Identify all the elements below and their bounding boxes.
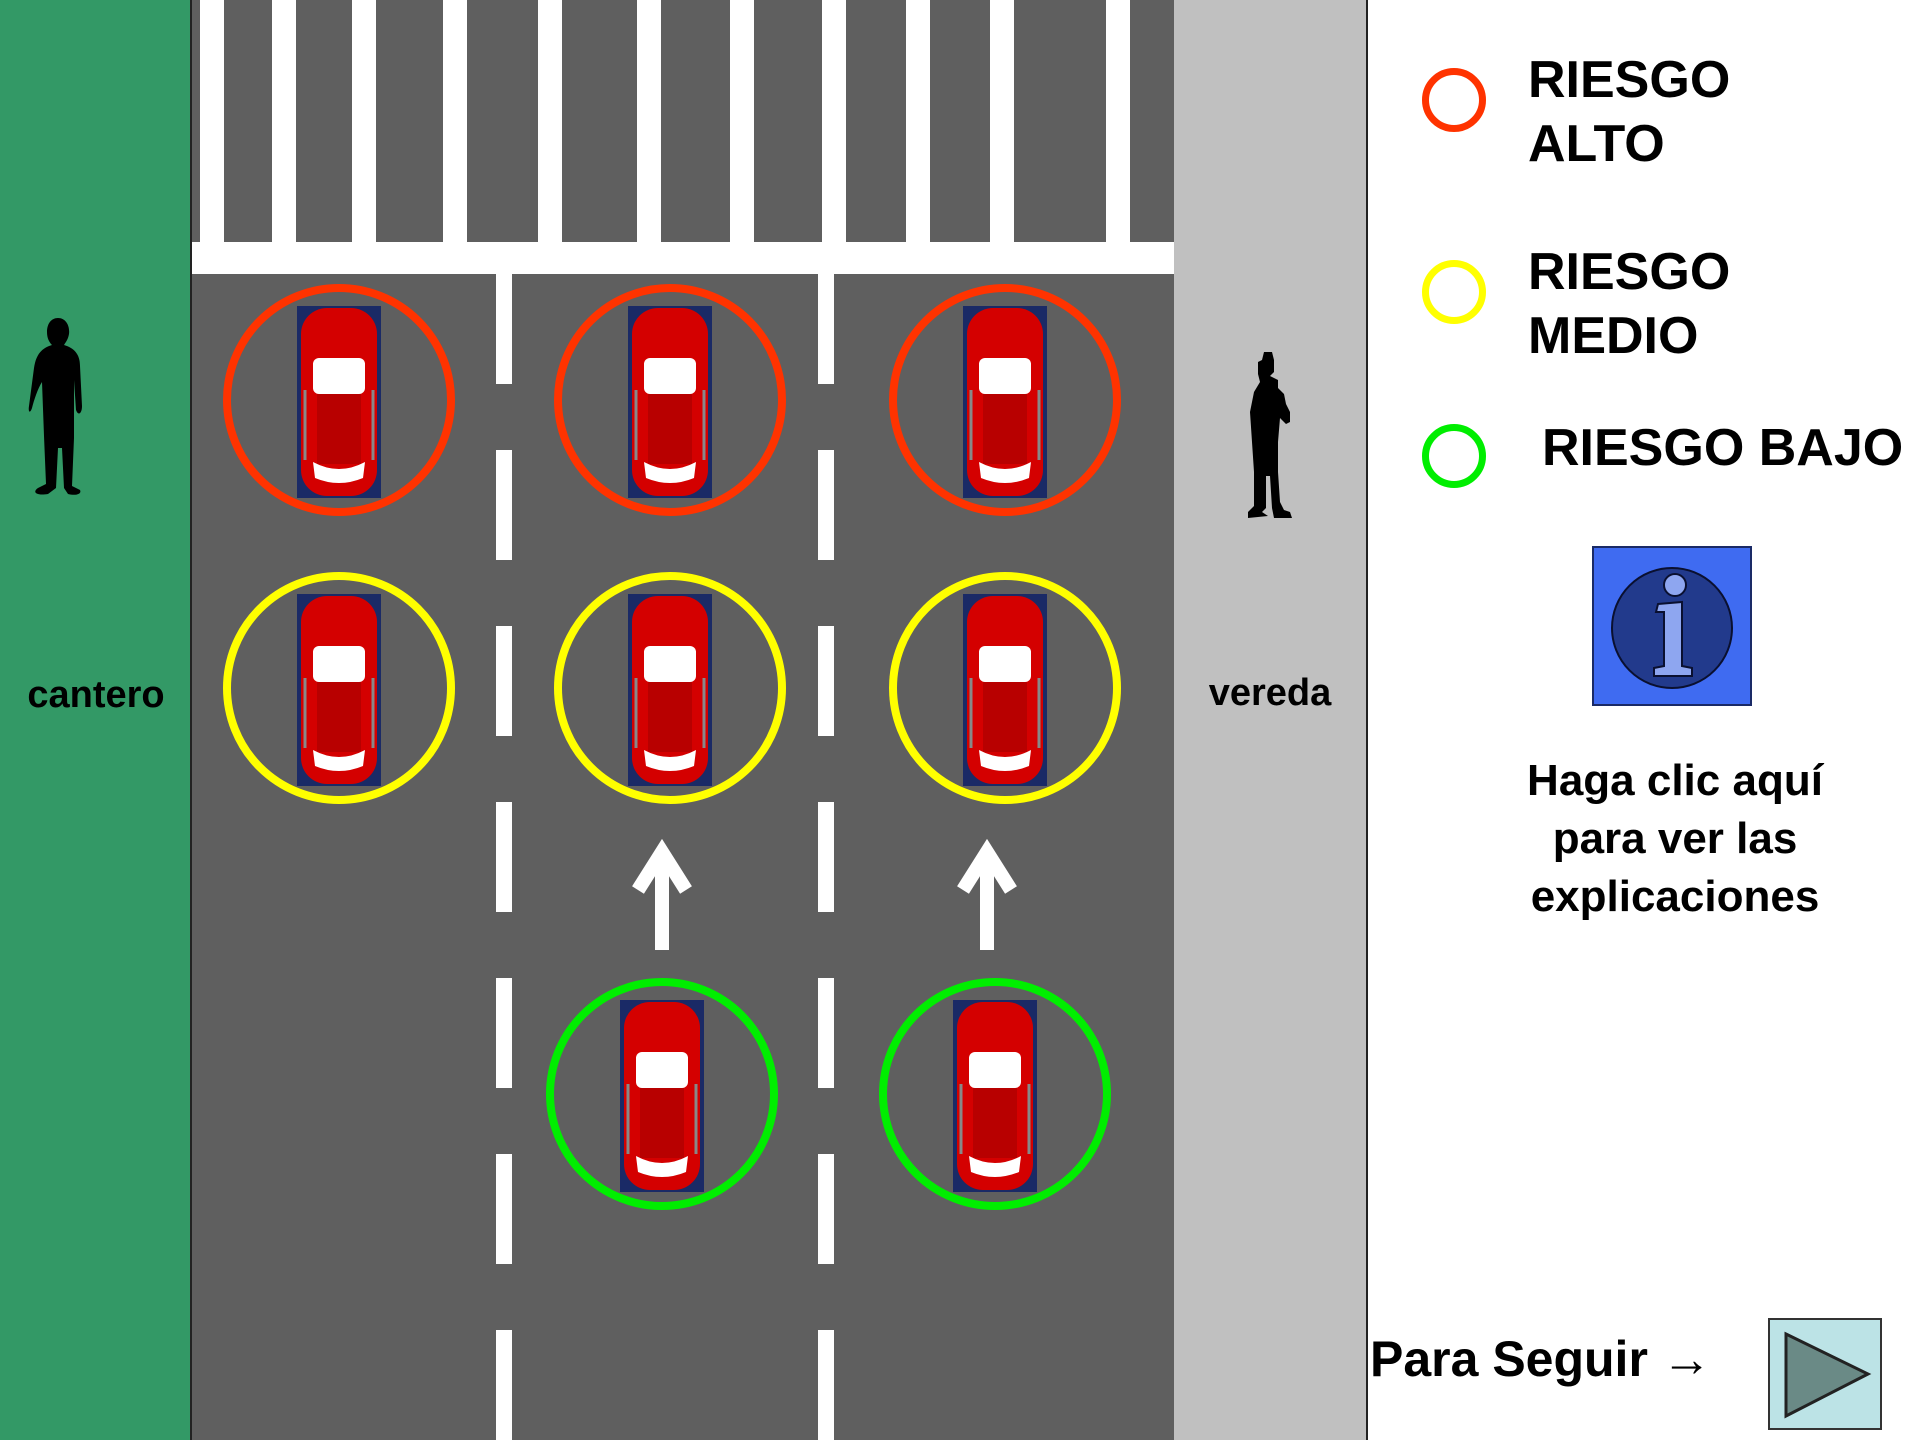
legend-medium-risk-label: RIESGO MEDIO [1528, 243, 1731, 365]
risk-ring-alto [554, 284, 786, 516]
info-caption[interactable]: Haga clic aquí para ver las explicacione… [1527, 756, 1823, 921]
risk-ring-medio [889, 572, 1121, 804]
crosswalk-stripe [1106, 0, 1130, 242]
play-triangle-icon [1784, 1331, 1872, 1419]
risk-ring-alto [223, 284, 455, 516]
up-arrow-icon [957, 838, 1017, 950]
legend-low-risk-label: RIESGO BAJO [1542, 419, 1904, 477]
car-icon [628, 306, 712, 498]
green-ring-icon [1422, 424, 1486, 488]
car-icon [620, 1000, 704, 1192]
median-strip: cantero [0, 0, 192, 1440]
lane-divider-dash [818, 1330, 834, 1440]
next-label[interactable]: Para Seguir → [1370, 1331, 1712, 1387]
lane-divider-dash [818, 1154, 834, 1264]
lane-divider-dash [496, 802, 512, 912]
lane-divider-dash [818, 978, 834, 1088]
lane-divider-dash [818, 802, 834, 912]
car-icon [297, 306, 381, 498]
crosswalk-stripe [538, 0, 562, 242]
crosswalk-stripe [730, 0, 754, 242]
risk-ring-bajo [879, 978, 1111, 1210]
car-icon [963, 594, 1047, 786]
lane-divider-dash [818, 626, 834, 736]
lane-divider-dash [496, 1330, 512, 1440]
crosswalk-stripe [200, 0, 224, 242]
lane-divider-dash [818, 450, 834, 560]
sidewalk-label: vereda [1208, 672, 1332, 714]
lane-divider-dash [496, 978, 512, 1088]
risk-ring-alto [889, 284, 1121, 516]
pedestrian-left-icon [28, 318, 82, 495]
car-icon [953, 1000, 1037, 1192]
car-icon [297, 594, 381, 786]
median-label: cantero [27, 674, 165, 716]
lane-divider-dash [496, 450, 512, 560]
lane-divider-dash [496, 274, 512, 384]
info-button[interactable] [1592, 546, 1752, 706]
risk-ring-bajo [546, 978, 778, 1210]
lane-divider-dash [818, 274, 834, 384]
road [192, 0, 1174, 1440]
legend-high-risk-label: RIESGO ALTO [1528, 51, 1731, 173]
crosswalk-stripe [822, 0, 846, 242]
sidewalk-strip: vereda [1174, 0, 1368, 1440]
risk-ring-medio [554, 572, 786, 804]
lane-divider-dash [496, 1154, 512, 1264]
road-scene [192, 0, 1174, 1440]
car-icon [963, 306, 1047, 498]
next-button[interactable] [1768, 1318, 1882, 1430]
pedestrian-right-icon [1248, 352, 1292, 518]
stop-line [192, 242, 1174, 274]
crosswalk-stripe [637, 0, 661, 242]
crosswalk-stripe [272, 0, 296, 242]
yellow-ring-icon [1422, 260, 1486, 324]
car-icon [628, 594, 712, 786]
crosswalk-stripe [352, 0, 376, 242]
lane-divider-dash [496, 626, 512, 736]
crosswalk-stripe [906, 0, 930, 242]
up-arrow-icon [632, 838, 692, 950]
crosswalk-stripe [990, 0, 1014, 242]
crosswalk-stripe [443, 0, 467, 242]
risk-ring-medio [223, 572, 455, 804]
info-icon [1611, 567, 1733, 689]
red-ring-icon [1422, 68, 1486, 132]
